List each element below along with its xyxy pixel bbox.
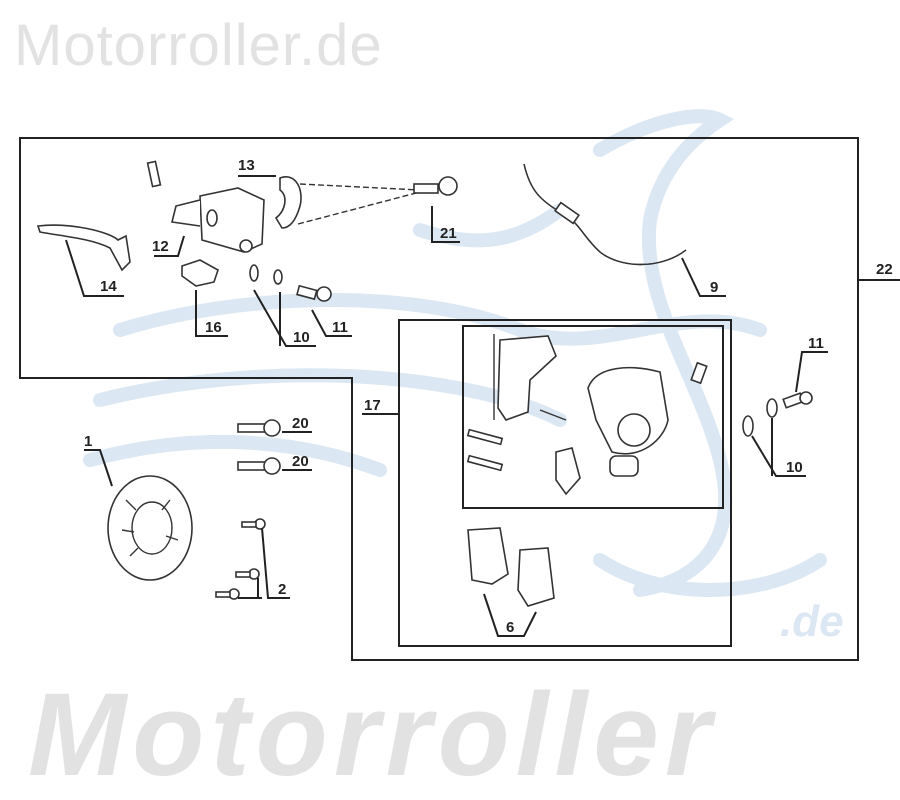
callout-22: 22 [876,261,893,278]
leader-lines [65,175,900,637]
spring-clip [555,447,581,496]
watermark-bottom: Motorroller [28,669,717,800]
caliper-body [587,361,708,477]
callout-11-right: 11 [808,335,824,352]
switch-16 [181,259,219,287]
banjo-bolt-11 [296,284,332,302]
brake-hose-9 [523,163,687,266]
brake-disc-1 [107,475,193,581]
washers-10-right [742,398,778,437]
callout-21: 21 [440,225,457,242]
callout-20-lower: 20 [292,453,309,470]
caliper-frame-17 [398,319,732,647]
callout-12: 12 [152,238,169,255]
callout-13: 13 [238,157,255,174]
callout-2: 2 [278,581,286,598]
callout-6: 6 [506,619,514,636]
callout-10: 10 [293,329,310,346]
pins [466,428,504,472]
brake-pads-6 [467,527,555,607]
screws-2 [215,518,266,600]
bolts-20 [237,419,281,475]
callout-17: 17 [364,397,381,414]
callout-16: 16 [205,319,222,336]
banjo-bolt-11-right [782,391,813,409]
callout-20-upper: 20 [292,415,309,432]
caliper-subframe [462,325,724,509]
bolt-21 [413,176,458,196]
scooter-watermark [83,109,827,597]
callout-11: 11 [332,319,348,336]
master-cylinder-12 [171,187,265,253]
caliper-bracket [493,334,567,421]
watermark-suffix: .de [780,597,844,646]
washers-10 [249,264,283,285]
watermark-top: Motorroller.de [14,13,383,78]
callout-9: 9 [710,279,718,296]
callout-1: 1 [84,433,92,450]
clamp-13 [274,176,302,229]
callout-14: 14 [100,278,117,295]
brake-lever-14 [36,224,131,272]
bolt-top [146,160,162,188]
clamp-guide-lines [297,183,421,225]
callout-10-right: 10 [786,459,803,476]
assembly-frame-22 [19,137,859,661]
